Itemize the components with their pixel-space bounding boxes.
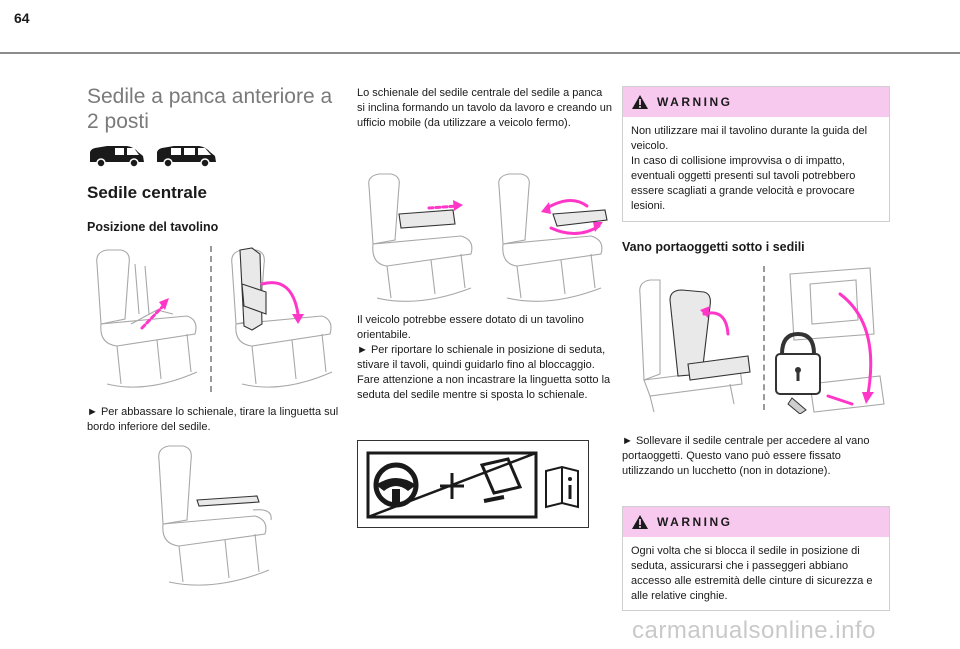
no-table-icon [440, 457, 523, 503]
manual-info-icon [545, 465, 579, 509]
intro-paragraph: Lo schienale del sedile centrale del sed… [357, 87, 612, 129]
subsection-title: Posizione del tavolino [87, 220, 219, 234]
warning-label: WARNING [657, 95, 733, 109]
seat-table-illustration [145, 440, 285, 590]
body-line-3: Fare attenzione a non incastrare la ling… [357, 374, 611, 401]
table-instructions: Il veicolo potrebbe essere dotato di un … [357, 313, 612, 403]
warning-text: Ogni volta che si blocca il sedile in po… [631, 545, 873, 602]
padlock-illustration [770, 264, 895, 414]
padlock-icon [775, 331, 821, 395]
warning-pictogram-box [357, 440, 589, 528]
illustration-divider-2 [763, 266, 765, 410]
warning-triangle-icon [632, 515, 648, 529]
header-divider [0, 52, 960, 54]
warning-box-table: WARNING Non utilizzare mai il tavolino d… [622, 86, 890, 222]
body-line-1: Il veicolo potrebbe essere dotato di un … [357, 314, 584, 341]
page-title: Sedile a panca anteriore a 2 posti [87, 85, 333, 133]
warning-box-seat: WARNING Ogni volta che si blocca il sedi… [622, 506, 890, 611]
warning-label: WARNING [657, 515, 733, 529]
seat-fold-illustration-2 [222, 244, 342, 394]
storage-title: Vano portaoggetti sotto i sedili [622, 240, 805, 254]
table-slide-illustration-1 [357, 170, 482, 305]
warning-header: WARNING [623, 507, 889, 537]
storage-text: ► Sollevare il sedile centrale per acced… [622, 435, 870, 477]
warning-header: WARNING [623, 87, 889, 117]
watermark: carmanualsonline.info [632, 617, 876, 644]
seat-fold-illustration-1 [87, 244, 207, 394]
van-icon [90, 146, 216, 168]
table-rotate-illustration-2 [487, 170, 612, 305]
fold-instruction: ► Per abbassare lo schienale, tirare la … [87, 406, 339, 433]
steering-wheel-icon [373, 462, 419, 508]
seat-lift-illustration [630, 264, 760, 414]
warning-text: Non utilizzare mai il tavolino durante l… [631, 125, 868, 212]
vehicle-icons [87, 140, 217, 170]
illustration-divider [210, 246, 212, 392]
warning-triangle-icon [632, 95, 648, 109]
body-line-2: ► Per riportare lo schienale in posizion… [357, 344, 606, 371]
section-title: Sedile centrale [87, 183, 208, 202]
page-number: 64 [14, 10, 30, 26]
